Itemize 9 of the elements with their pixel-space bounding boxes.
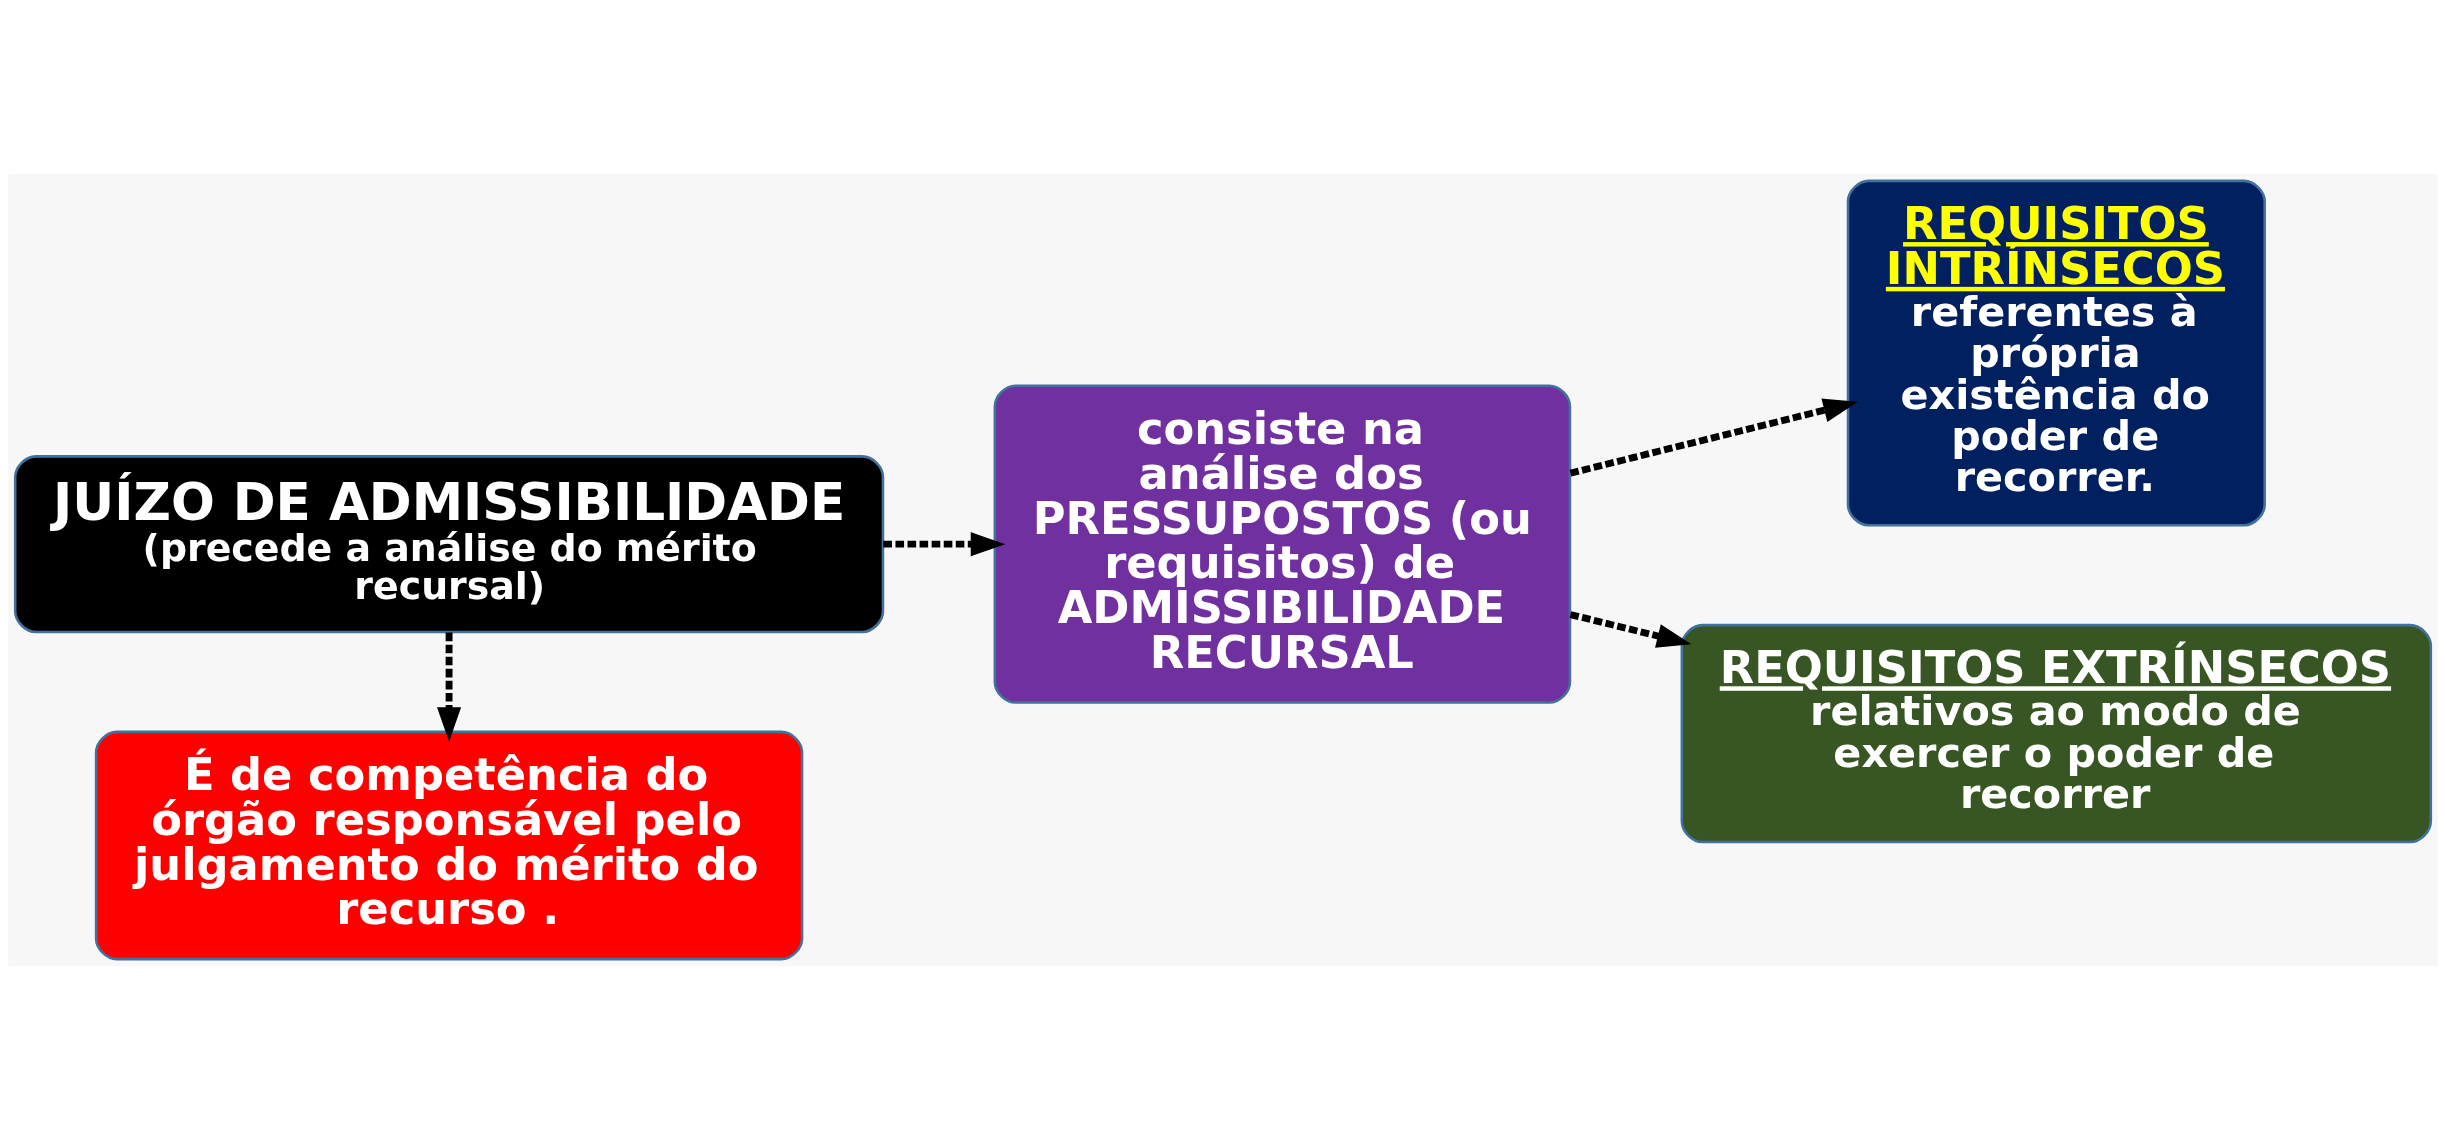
node-box: consiste na análise dos PRESSUPOSTOS (ou requisitos) de ADMISSIBILIDADE RECURSAL — [993, 383, 1572, 704]
node-box: REQUISITOS INTRÍNSECOS referentes à própria existência do poder de recorrer. — [1846, 179, 2266, 526]
arrow — [437, 632, 462, 742]
node-box: É de competência do órgão responsável pelo julgamento do mérito do recurso . — [94, 730, 804, 960]
node-box: JUÍZO DE ADMISSIBILIDADE (precede a análise do mérito recursal) — [13, 454, 885, 633]
arrow — [1569, 397, 1858, 476]
arrow — [883, 531, 1006, 556]
node-box: REQUISITOS EXTRÍNSECOS relativos ao modo de exercer o poder de recorrer — [1680, 623, 2433, 843]
arrow — [1569, 610, 1692, 648]
